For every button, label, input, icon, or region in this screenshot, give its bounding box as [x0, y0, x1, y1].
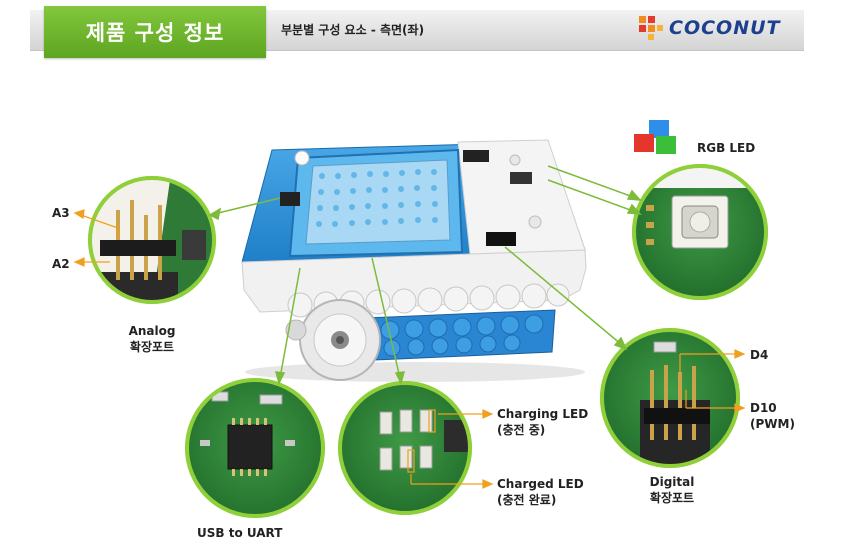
- page-subtitle: 부분별 구성 요소 - 측면(좌): [281, 23, 425, 37]
- label-d10-line2: (PWM): [750, 417, 795, 431]
- analog-port-closeup: [88, 176, 216, 304]
- digital-pin-leaders: [679, 349, 746, 413]
- label-d10-line1: D10: [750, 401, 777, 415]
- rgb-led-closeup: [632, 164, 768, 300]
- logo-text: COCONUT: [669, 17, 781, 39]
- label-d10: D10 (PWM): [750, 400, 795, 432]
- label-charged-led: Charged LED (충전 완료): [497, 476, 584, 508]
- robot-body: [241, 139, 587, 382]
- label-charging-led-line2: (충전 중): [497, 423, 546, 437]
- page-title: 제품 구성 정보: [44, 6, 266, 58]
- label-a3: A3: [52, 206, 70, 220]
- label-charging-led: Charging LED (충전 중): [497, 406, 588, 438]
- label-digital-line1: Digital: [649, 475, 695, 489]
- label-analog-line2: 확장포트: [129, 340, 175, 354]
- charging-led-closeup: [338, 381, 472, 515]
- label-digital-port: Digital 확장포트: [630, 474, 714, 506]
- label-analog-port: Analog 확장포트: [110, 323, 194, 355]
- label-charged-led-line2: (충전 완료): [497, 493, 557, 507]
- label-analog-line1: Analog: [128, 324, 176, 338]
- label-charged-led-line1: Charged LED: [497, 477, 584, 491]
- label-usb-uart: USB to UART: [197, 526, 283, 540]
- analog-pin-leaders: [73, 209, 119, 267]
- label-charging-led-line1: Charging LED: [497, 407, 589, 421]
- charge-led-leaders: [407, 409, 494, 489]
- leader-lines: [208, 165, 642, 386]
- digital-port-closeup: [600, 328, 740, 468]
- usb-uart-closeup: [185, 378, 325, 518]
- logo: COCONUT: [638, 13, 780, 43]
- label-rgb-led: RGB LED: [697, 141, 756, 155]
- label-a2: A2: [52, 257, 70, 271]
- rgb-cube-icon: [634, 120, 676, 154]
- label-d4: D4: [750, 348, 769, 362]
- coconut-logo-icon: [639, 16, 663, 40]
- label-digital-line2: 확장포트: [649, 491, 695, 505]
